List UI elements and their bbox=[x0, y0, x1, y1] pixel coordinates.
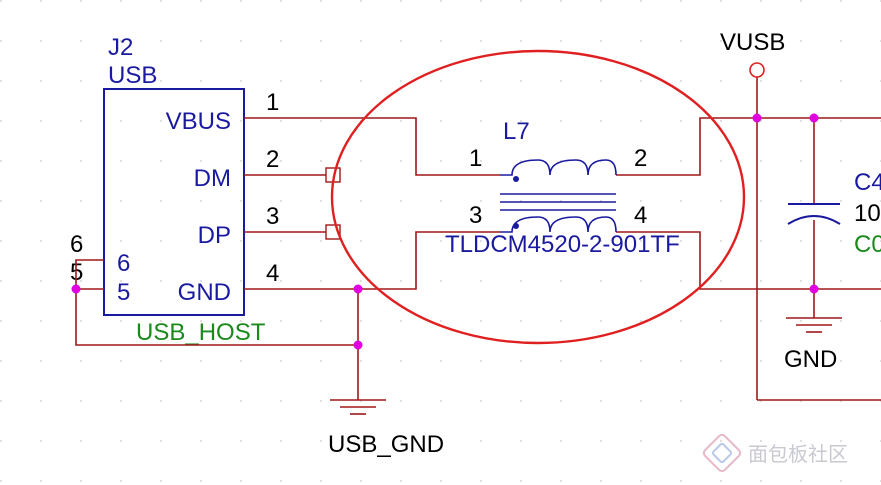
gnd-net-label: GND bbox=[784, 346, 837, 373]
watermark-text: 面包板社区 bbox=[748, 443, 848, 466]
wire-vusb-out bbox=[616, 117, 881, 176]
dp-pin-box bbox=[325, 224, 341, 240]
junctions bbox=[71, 113, 819, 350]
junction-gnd bbox=[353, 284, 363, 294]
gnd-symbol-usb bbox=[330, 399, 386, 415]
pin-name-gnd: GND bbox=[178, 279, 231, 306]
usb-gnd-net-label: USB_GND bbox=[328, 431, 444, 458]
pin-name-6: 6 bbox=[117, 250, 130, 277]
choke-dot-bottom bbox=[513, 223, 519, 229]
junction-gnd-cap bbox=[809, 284, 819, 294]
capacitor-plate-bottom bbox=[787, 215, 841, 225]
choke-dot-top bbox=[513, 176, 519, 182]
choke-pin-2: 2 bbox=[634, 145, 647, 172]
wire-shield-6 bbox=[75, 259, 104, 290]
watermark-logo-icon bbox=[702, 433, 742, 473]
pin-name-5: 5 bbox=[117, 279, 130, 306]
junction-vusb-1 bbox=[752, 113, 762, 123]
junction-shield-5 bbox=[71, 284, 81, 294]
pin-name-dp: DP bbox=[198, 222, 231, 249]
choke-symbol bbox=[500, 159, 617, 233]
gnd-symbol-right bbox=[786, 317, 842, 333]
connector-refdes: J2 bbox=[108, 34, 133, 61]
choke-pin-4: 4 bbox=[634, 202, 647, 229]
connector-body bbox=[103, 88, 245, 316]
connector-footprint: USB_HOST bbox=[136, 319, 266, 346]
wire-gnd-out bbox=[616, 231, 881, 290]
pin-name-vbus: VBUS bbox=[166, 108, 231, 135]
wire-gnd bbox=[244, 231, 500, 290]
pin-number-4: 4 bbox=[266, 260, 279, 287]
choke-refdes: L7 bbox=[503, 118, 530, 145]
vusb-port-icon bbox=[749, 62, 765, 78]
pin-number-6: 6 bbox=[70, 231, 83, 258]
choke-winding-top bbox=[500, 159, 617, 176]
capacitor-refdes: C4 bbox=[854, 169, 881, 196]
pin-number-2: 2 bbox=[266, 146, 279, 173]
capacitor-value: 10 bbox=[854, 200, 881, 227]
choke-part-number: TLDCM4520-2-901TF bbox=[445, 231, 680, 258]
pin-name-dm: DM bbox=[194, 165, 231, 192]
wire-vbus bbox=[244, 117, 500, 176]
choke-winding-bottom bbox=[500, 216, 617, 233]
choke-pin-1: 1 bbox=[469, 145, 482, 172]
vusb-net-label: VUSB bbox=[720, 29, 785, 56]
choke-pin-3: 3 bbox=[469, 202, 482, 229]
wire-shield-bottom bbox=[75, 289, 358, 346]
connector-value: USB bbox=[108, 62, 157, 89]
highlight-circle bbox=[330, 49, 746, 345]
capacitor-footprint: C0 bbox=[854, 231, 881, 258]
pin-number-3: 3 bbox=[266, 203, 279, 230]
junction-vusb-2 bbox=[809, 113, 819, 123]
capacitor-symbol bbox=[787, 203, 841, 225]
watermark: 面包板社区 bbox=[702, 433, 848, 473]
pin-number-1: 1 bbox=[266, 89, 279, 116]
junction-shield-bottom bbox=[353, 340, 363, 350]
